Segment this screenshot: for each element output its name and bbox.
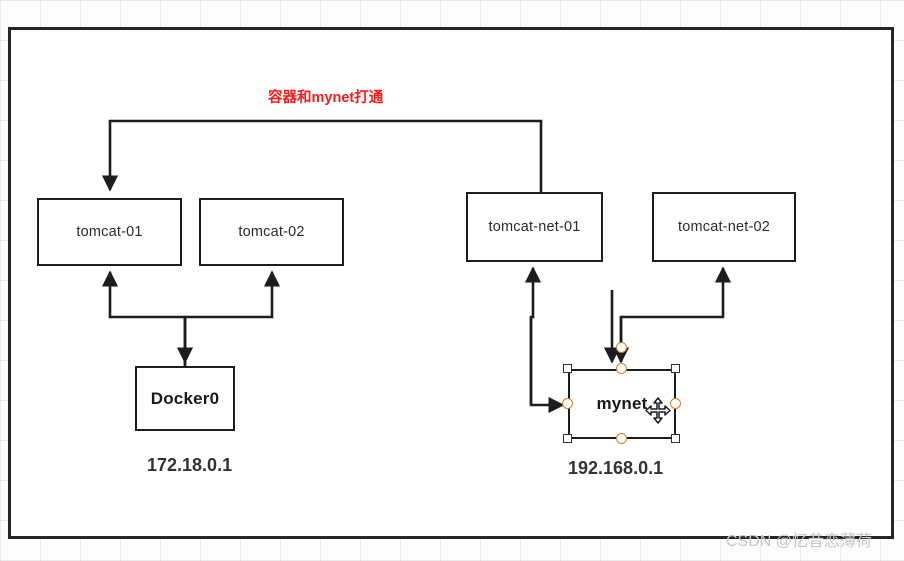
selection-handle-bottom-right[interactable] — [671, 434, 680, 443]
node-tomcat-net-02[interactable]: tomcat-net-02 — [652, 192, 796, 262]
selection-handle-bottom-left[interactable] — [563, 434, 572, 443]
node-label: tomcat-net-02 — [677, 219, 771, 235]
watermark: CSDN @忆昔恋薄荷 — [726, 533, 873, 550]
node-tomcat-02[interactable]: tomcat-02 — [199, 198, 344, 266]
selection-handle-bottom-center[interactable] — [616, 433, 627, 444]
ip-label-docker0-ip: 172.18.0.1 — [147, 455, 233, 475]
connection-point-above-mynet[interactable] — [616, 342, 627, 353]
node-label: tomcat-01 — [76, 224, 143, 240]
selection-handle-top-left[interactable] — [563, 364, 572, 373]
diagram-title: 容器和mynet打通 — [268, 90, 384, 106]
node-tomcat-net-01[interactable]: tomcat-net-01 — [466, 192, 603, 262]
selection-handle-top-center[interactable] — [616, 363, 627, 374]
node-docker0[interactable]: Docker0 — [135, 366, 235, 431]
selection-handle-top-right[interactable] — [671, 364, 680, 373]
move-cursor — [645, 397, 671, 424]
selection-handle-middle-right[interactable] — [670, 398, 681, 409]
diagram-frame — [8, 27, 894, 539]
node-tomcat-01[interactable]: tomcat-01 — [37, 198, 182, 266]
node-label: tomcat-net-01 — [488, 219, 581, 235]
node-label: mynet — [596, 394, 648, 413]
ip-label-mynet-ip: 192.168.0.1 — [568, 458, 664, 478]
selection-handle-middle-left[interactable] — [562, 398, 573, 409]
node-label: tomcat-02 — [238, 224, 305, 240]
node-label: Docker0 — [150, 388, 220, 408]
